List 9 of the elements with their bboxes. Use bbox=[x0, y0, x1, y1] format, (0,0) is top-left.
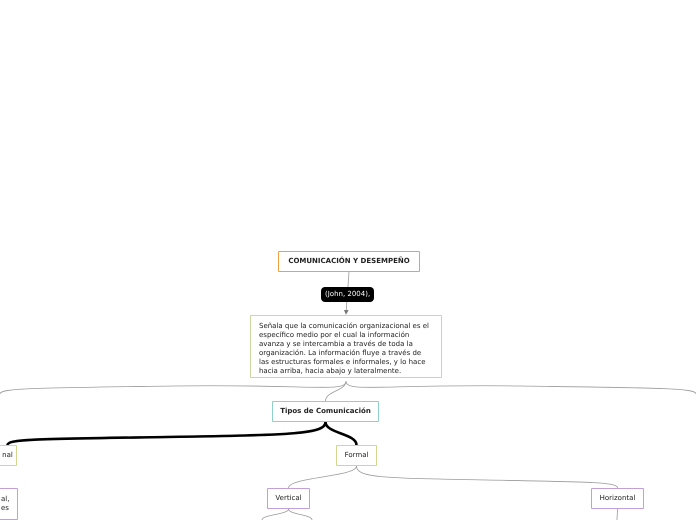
connector-line bbox=[0, 380, 346, 394]
connector-line bbox=[346, 380, 696, 394]
connector-line bbox=[324, 422, 358, 446]
connector-line bbox=[288, 508, 312, 520]
connector-line bbox=[616, 508, 618, 520]
connector-line bbox=[325, 380, 346, 402]
connector-line bbox=[356, 466, 618, 488]
connector-line bbox=[262, 508, 289, 520]
connector-line bbox=[288, 466, 357, 488]
